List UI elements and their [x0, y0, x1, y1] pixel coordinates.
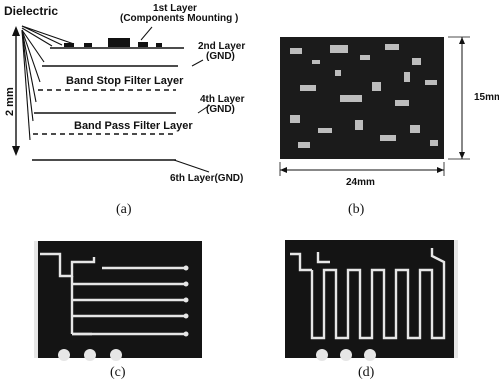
dielectric-pointers [21, 25, 75, 141]
band-stop-label: Band Stop Filter Layer [66, 75, 184, 87]
thickness-label: 2 mm [4, 87, 16, 116]
band-pass-label: Band Pass Filter Layer [74, 120, 193, 132]
layer-4-sub-label: (GND) [206, 104, 235, 115]
layer-1-sub-label: (Components Mounting ) [120, 13, 239, 24]
caption-b: (b) [348, 202, 365, 217]
layer-1-components [64, 38, 162, 47]
caption-d: (d) [358, 365, 375, 380]
photo-texture [290, 44, 438, 148]
thickness-arrow-top [12, 26, 20, 36]
dielectric-label: Dielectric [4, 4, 59, 18]
layer-2-sub-label: (GND) [206, 51, 235, 62]
band-stop-traces [40, 252, 186, 336]
layer-1-label: 1st Layer [153, 3, 197, 14]
layer-4-label: 4th Layer [200, 94, 245, 105]
width-dimension-label: 24mm [346, 177, 375, 188]
layer-6-label: 6th Layer(GND) [170, 173, 244, 184]
caption-a: (a) [116, 202, 132, 217]
band-pass-traces [290, 248, 446, 340]
caption-c: (c) [110, 365, 126, 380]
thickness-arrow-bottom [12, 146, 20, 156]
height-dimension-label: 15mm [474, 92, 499, 103]
layer-2-label: 2nd Layer [198, 41, 246, 52]
